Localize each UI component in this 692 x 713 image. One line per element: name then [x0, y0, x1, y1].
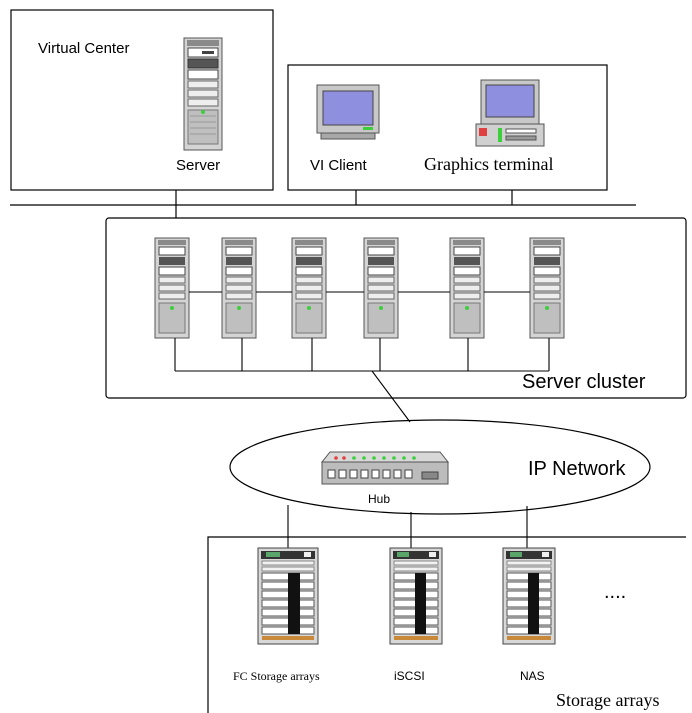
hub-label: Hub [368, 492, 390, 506]
cluster-bottom-bus [174, 338, 550, 372]
cluster-server-4-icon [363, 237, 399, 339]
cluster-server-1-icon [154, 237, 190, 339]
iscsi-label: iSCSI [394, 669, 425, 683]
hub-icon [320, 451, 450, 485]
virtual-center-label: Virtual Center [38, 40, 129, 57]
cluster-server-2-icon [221, 237, 257, 339]
nas-storage-array-icon [502, 547, 556, 645]
storage-arrays-label: Storage arrays [556, 690, 659, 710]
nas-label: NAS [520, 669, 545, 683]
cluster-server-6-icon [529, 237, 565, 339]
cluster-server-5-icon [449, 237, 485, 339]
vi-client-label: VI Client [310, 157, 368, 174]
graphics-terminal-label: Graphics terminal [424, 154, 553, 174]
graphics-terminal-icon [475, 79, 545, 147]
ip-network-label: IP Network [528, 458, 626, 480]
ellipsis-label: .... [604, 581, 626, 603]
vi-client-monitor-icon [316, 84, 380, 140]
iscsi-storage-array-icon [389, 547, 443, 645]
fc-storage-label: FC Storage arrays [233, 669, 320, 683]
virtual-center-box [10, 9, 274, 191]
fc-storage-array-icon [257, 547, 319, 645]
ip-network-ellipse [229, 419, 651, 515]
clients-box [287, 64, 608, 191]
server-cluster-label: Server cluster [522, 371, 646, 393]
storage-arrays-box [207, 536, 686, 713]
network-to-storage-links [287, 505, 528, 548]
cluster-to-network-line [371, 370, 411, 423]
server-cluster-box [105, 217, 687, 399]
server-label: Server [176, 157, 220, 174]
virtual-center-server-icon [183, 37, 223, 151]
cluster-server-3-icon [291, 237, 327, 339]
